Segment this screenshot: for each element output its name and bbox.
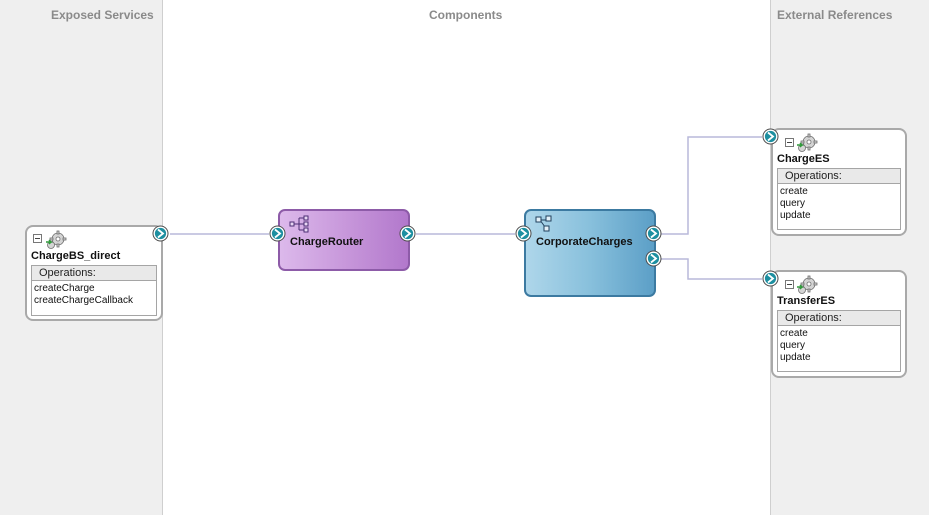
external-reference-transfer-es[interactable]: TransferES Operations: create query upda…: [771, 270, 907, 378]
external-references-title: External References: [777, 8, 893, 22]
exposed-services-title: Exposed Services: [51, 8, 154, 22]
gear-icon: [797, 275, 818, 294]
external-reference-charge-es[interactable]: ChargeES Operations: create query update: [771, 128, 907, 236]
operation-item[interactable]: create: [780, 328, 808, 339]
operation-item[interactable]: update: [780, 210, 811, 221]
operations-header: Operations:: [778, 169, 900, 184]
operations-box: Operations: create query update: [777, 168, 901, 230]
operations-box: Operations: create query update: [777, 310, 901, 372]
component-corporate-charges[interactable]: CorporateCharges: [524, 209, 656, 297]
operation-item[interactable]: createChargeCallback: [34, 295, 133, 306]
bpel-out-port-transfer-icon[interactable]: [645, 250, 662, 267]
router-in-port-icon[interactable]: [269, 225, 286, 242]
service-name: ChargeBS_direct: [31, 250, 121, 262]
bpel-process-icon: [535, 215, 552, 232]
charge-es-in-port-icon[interactable]: [762, 128, 779, 145]
components-title: Components: [429, 8, 503, 22]
external-references-lane: External References: [770, 0, 929, 515]
components-lane: Components: [163, 0, 770, 515]
operation-item[interactable]: update: [780, 352, 811, 363]
operations-box: Operations: createCharge createChargeCal…: [31, 265, 157, 316]
operation-item[interactable]: createCharge: [34, 283, 95, 294]
operations-header: Operations:: [32, 266, 156, 281]
gear-icon: [46, 230, 67, 249]
bpel-out-port-charge-icon[interactable]: [645, 225, 662, 242]
component-name: CorporateCharges: [536, 236, 633, 248]
bpel-in-port-icon[interactable]: [515, 225, 532, 242]
reference-name: ChargeES: [777, 153, 830, 165]
gear-icon: [797, 133, 818, 152]
mediator-icon: [289, 215, 309, 233]
service-out-port-icon[interactable]: [152, 225, 169, 242]
transfer-es-in-port-icon[interactable]: [762, 270, 779, 287]
wire-bpel-to-transfer-es: [661, 258, 762, 280]
collapse-toggle[interactable]: [785, 280, 794, 289]
reference-name: TransferES: [777, 295, 836, 307]
operations-header: Operations:: [778, 311, 900, 326]
exposed-service-chargebs-direct[interactable]: ChargeBS_direct Operations: createCharge…: [25, 225, 163, 321]
component-name: ChargeRouter: [290, 236, 364, 248]
wire-bpel-to-charge-es: [661, 136, 762, 235]
collapse-toggle[interactable]: [785, 138, 794, 147]
operation-item[interactable]: query: [780, 198, 806, 209]
operation-item[interactable]: query: [780, 340, 806, 351]
operation-item[interactable]: create: [780, 186, 808, 197]
component-charge-router[interactable]: ChargeRouter: [278, 209, 410, 271]
collapse-toggle[interactable]: [33, 234, 42, 243]
router-out-port-icon[interactable]: [399, 225, 416, 242]
